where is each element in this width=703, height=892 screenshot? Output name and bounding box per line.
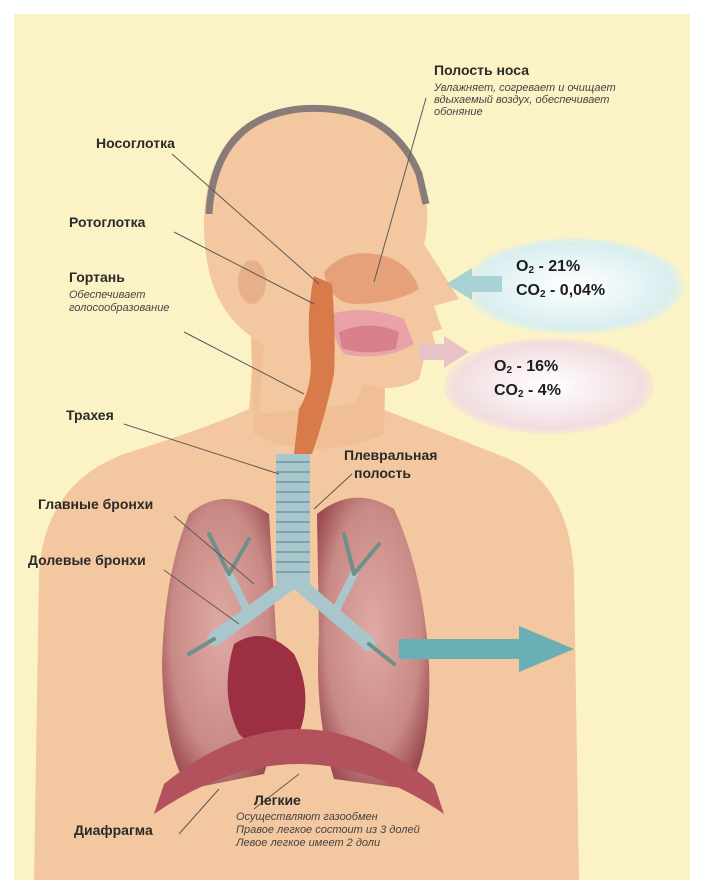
inhaled-co2-sub: 2 <box>540 289 546 300</box>
exhaled-o2-symbol: O <box>494 358 506 375</box>
nasal-cavity-desc-3: обоняние <box>434 106 483 118</box>
diaphragm-label: Диафрагма <box>74 822 153 838</box>
lungs-desc-1: Осуществляют газообмен <box>236 811 378 823</box>
exhaled-o2-value: - 16% <box>516 358 558 375</box>
exhaled-co2-value: - 4% <box>528 382 561 399</box>
exhaled-o2-sub: 2 <box>506 365 512 376</box>
exhaled-co2-symbol: CO <box>494 382 518 399</box>
lungs-label: Легкие <box>254 792 301 808</box>
nasopharynx-label: Носоглотка <box>96 135 175 151</box>
lungs-desc-3: Левое легкое имеет 2 доли <box>236 837 380 849</box>
diagram-canvas: Полость носа Увлажняет, согревает и очищ… <box>14 14 690 880</box>
lungs-desc-2: Правое легкое состоит из 3 долей <box>236 824 420 836</box>
pleural-cavity-label-2: полость <box>354 465 411 481</box>
exhaled-o2: O2 - 16% <box>494 356 558 382</box>
oropharynx-label: Ротоглотка <box>69 214 145 230</box>
trachea-shape <box>276 454 310 584</box>
inhaled-co2-symbol: CO <box>516 282 540 299</box>
inhaled-co2: CO2 - 0,04% <box>516 280 605 306</box>
main-bronchi-label: Главные бронхи <box>38 496 153 512</box>
tongue-shape <box>339 326 399 353</box>
nasal-cavity-desc-2: вдыхаемый воздух, обеспечивает <box>434 94 609 106</box>
larynx-desc-1: Обеспечивает <box>69 289 145 301</box>
exhaled-co2: CO2 - 4% <box>494 380 561 406</box>
nasal-cavity-desc-1: Увлажняет, согревает и очищает <box>434 82 616 94</box>
inhaled-o2-value: - 21% <box>538 258 580 275</box>
larynx-label: Гортань <box>69 269 125 285</box>
inhaled-o2-symbol: O <box>516 258 528 275</box>
trachea-label: Трахея <box>66 407 114 423</box>
lobar-bronchi-label: Долевые бронхи <box>28 552 146 568</box>
exhaled-co2-sub: 2 <box>518 389 524 400</box>
nasal-cavity-label: Полость носа <box>434 62 529 78</box>
larynx-desc-2: голосообразование <box>69 302 169 314</box>
inhaled-o2-sub: 2 <box>528 265 534 276</box>
inhaled-co2-value: - 0,04% <box>550 282 605 299</box>
inhaled-o2: O2 - 21% <box>516 256 580 282</box>
pleural-cavity-label-1: Плевральная <box>344 447 437 463</box>
